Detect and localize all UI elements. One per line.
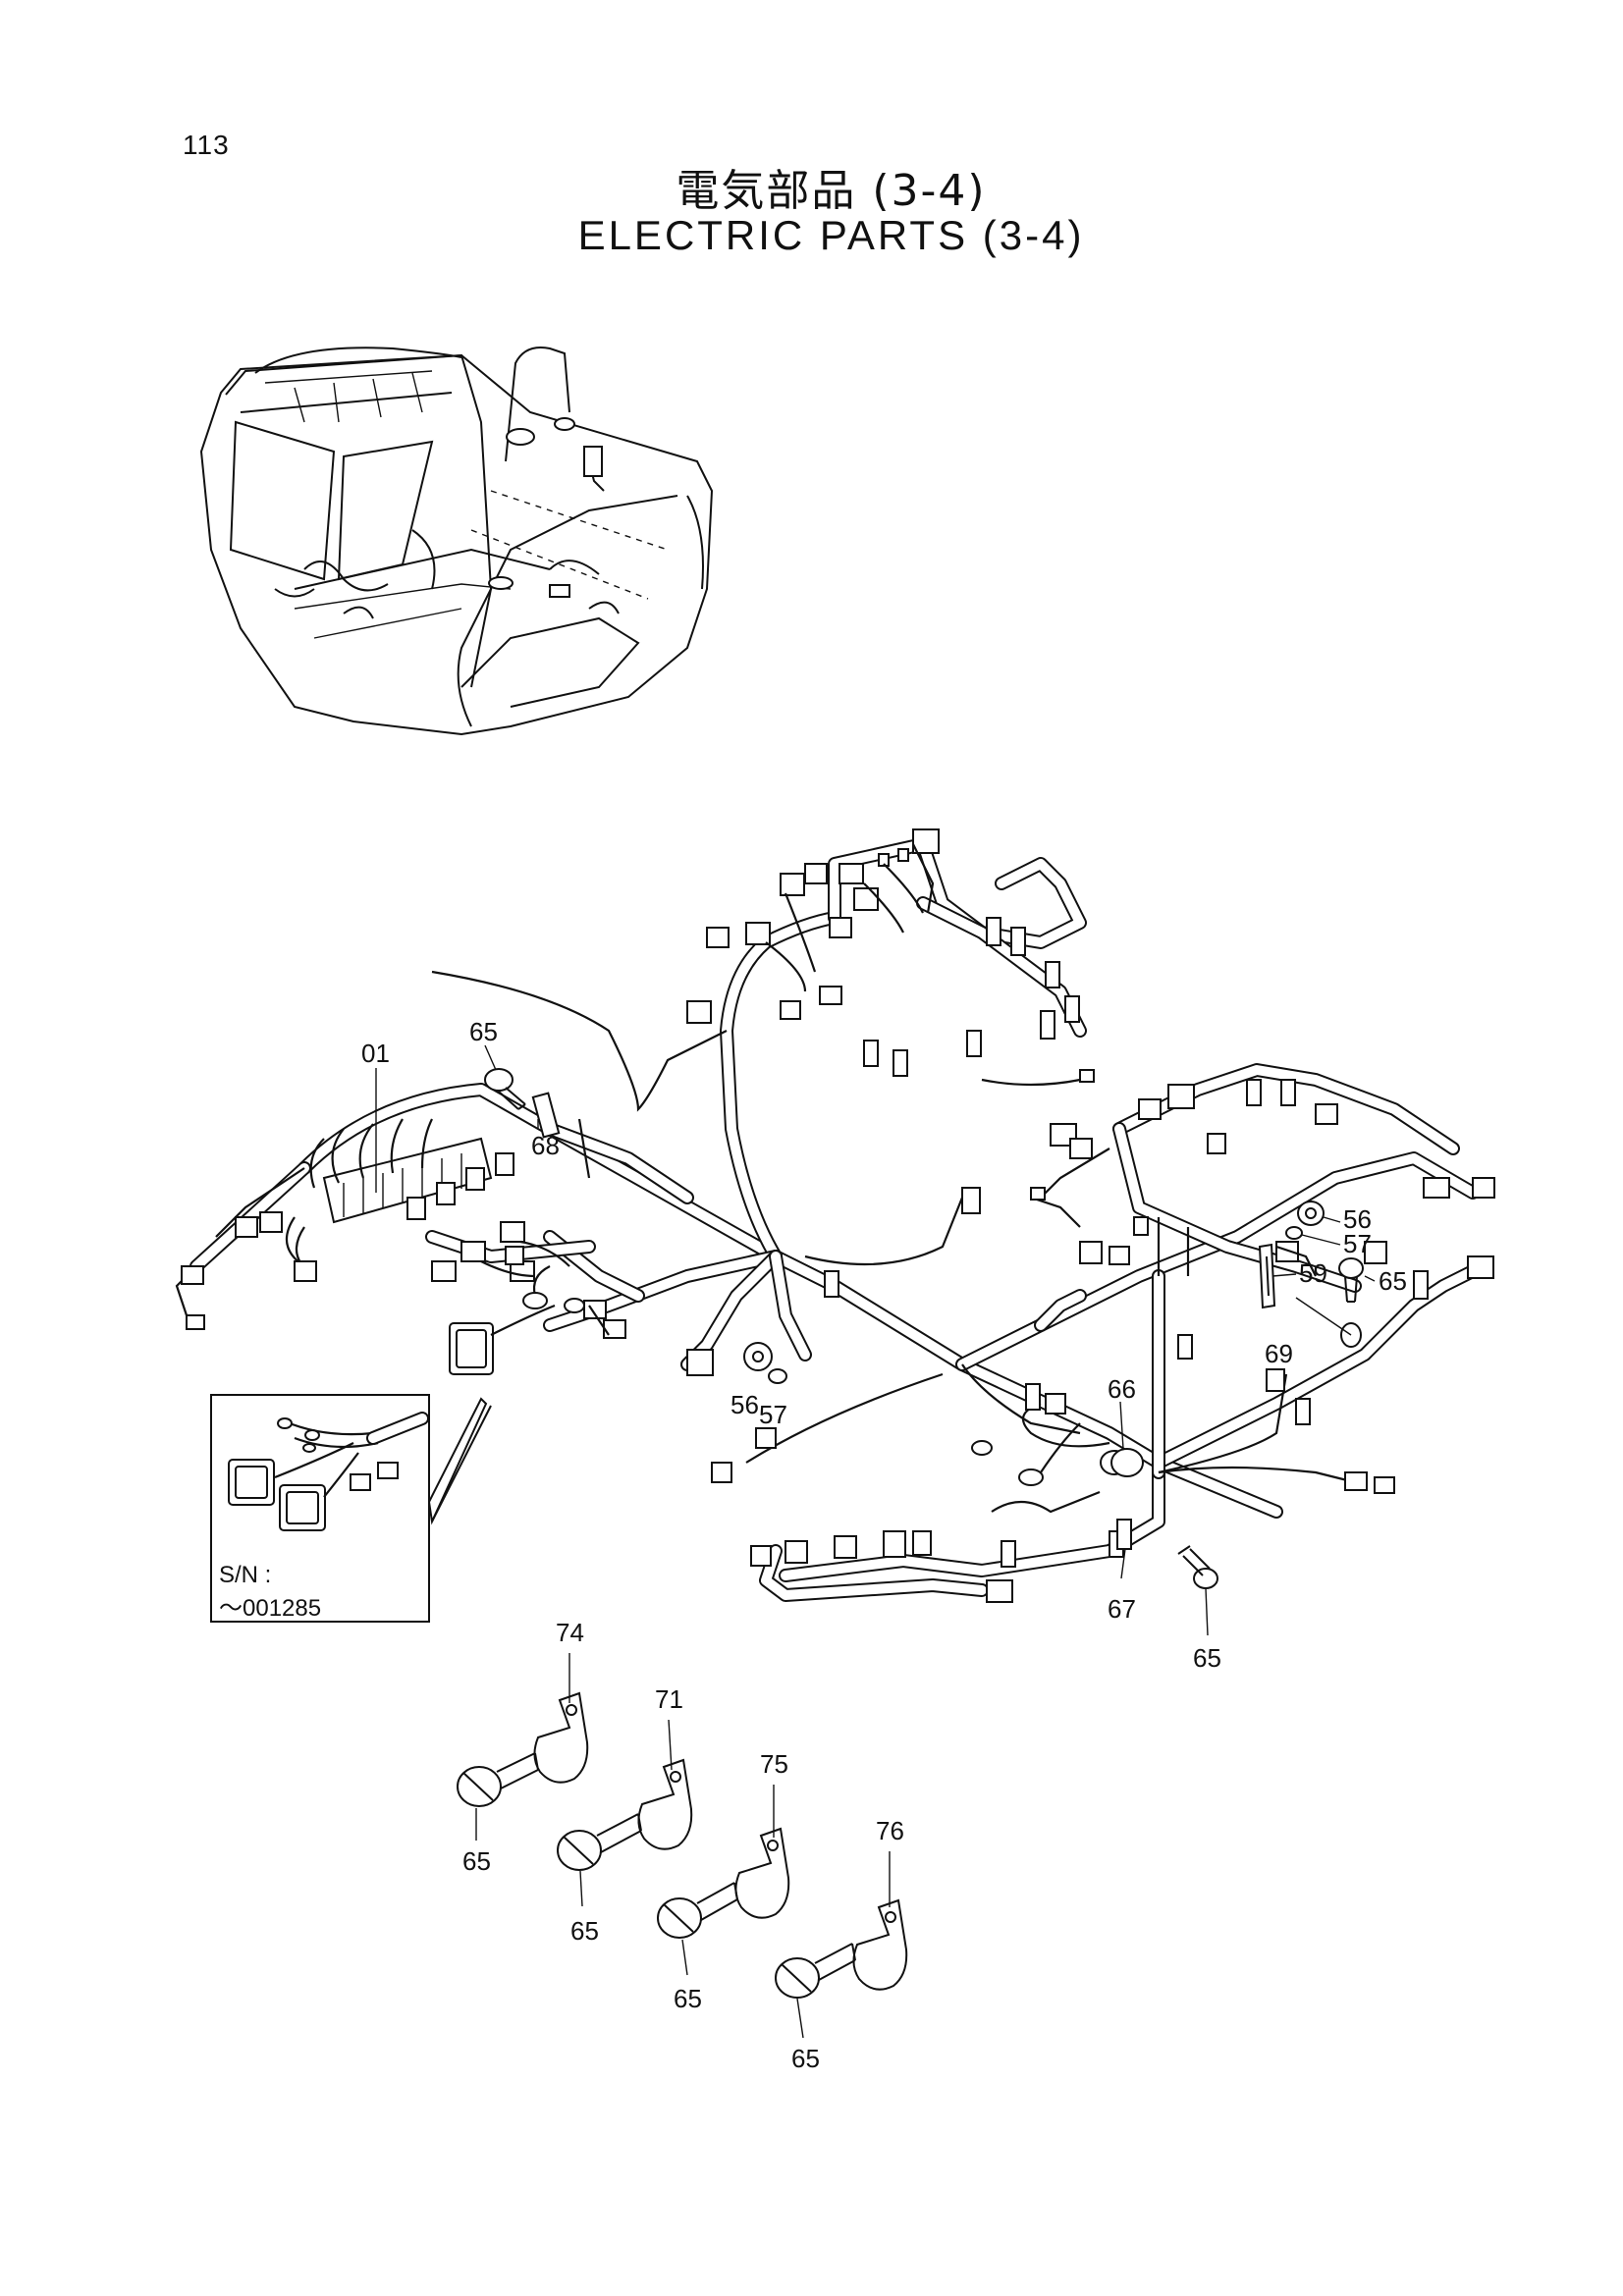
callout-65-top: 65	[469, 1017, 498, 1046]
loose-small-parts	[743, 1201, 1364, 1477]
callout-75: 75	[760, 1749, 788, 1779]
callout-74: 74	[556, 1618, 584, 1647]
page-number: 113	[183, 130, 230, 160]
washer-57-left	[768, 1368, 787, 1384]
clamp-71	[557, 1758, 693, 1871]
callout-57-left: 57	[759, 1400, 787, 1429]
washer-57-right	[1285, 1226, 1303, 1240]
callout-76: 76	[876, 1816, 904, 1845]
harness-connectors	[505, 828, 1495, 1603]
callout-labels: 01 65 68 56 57 56 57 59 65 69 66 67 65 7…	[361, 1017, 1407, 2073]
callout-68: 68	[531, 1131, 560, 1160]
callout-65-lower-right: 65	[1193, 1643, 1221, 1673]
callout-67: 67	[1108, 1594, 1136, 1624]
callout-71: 71	[655, 1684, 683, 1714]
callout-59: 59	[1299, 1258, 1327, 1288]
clamp-75	[657, 1827, 790, 1939]
callout-65-clamp-74: 65	[462, 1846, 491, 1876]
callout-56-left: 56	[730, 1390, 759, 1419]
serial-number-inset: S/N : ～001285	[210, 1394, 492, 1623]
callout-69: 69	[1265, 1339, 1293, 1368]
callout-65-clamp-75: 65	[674, 1984, 702, 2013]
clamp-67	[1116, 1519, 1132, 1550]
callout-65-clamp-71: 65	[570, 1916, 599, 1946]
callout-56-right: 56	[1343, 1204, 1372, 1234]
callout-01: 01	[361, 1039, 390, 1068]
callout-65-right: 65	[1379, 1266, 1407, 1296]
callout-57-right: 57	[1343, 1229, 1372, 1258]
page-title-english: ELECTRIC PARTS (3-4)	[577, 212, 1085, 258]
clamp-76	[775, 1898, 908, 1999]
clamp-74	[457, 1691, 589, 1807]
page-title-japanese: 電気部品 (3-4)	[676, 166, 987, 216]
clamp-assemblies	[457, 1691, 908, 1999]
leader-lines	[375, 1044, 1376, 2039]
main-wiring-harness	[298, 837, 1489, 1602]
sub-harness-01	[175, 1118, 645, 1330]
excavator-overview-illustration	[199, 347, 714, 736]
inset-sn-label: S/N :	[219, 1562, 271, 1588]
callout-65-clamp-76: 65	[791, 2044, 820, 2073]
inset-sn-range: ～001285	[219, 1595, 321, 1622]
callout-66: 66	[1108, 1374, 1136, 1404]
bolts-65	[484, 1068, 1218, 1589]
